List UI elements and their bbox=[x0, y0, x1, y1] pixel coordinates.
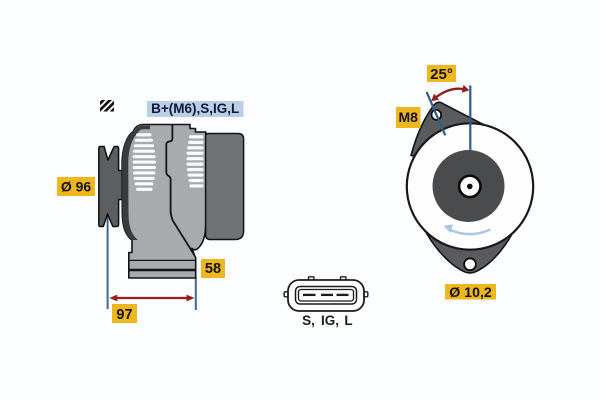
svg-text:25°: 25° bbox=[430, 66, 453, 83]
svg-text:Ø 96: Ø 96 bbox=[61, 179, 92, 195]
svg-text:S,: S, bbox=[302, 313, 315, 328]
svg-text:B+(M6),S,IG,L: B+(M6),S,IG,L bbox=[151, 101, 239, 116]
svg-text:M8: M8 bbox=[398, 109, 418, 125]
svg-text:Ø 10,2: Ø 10,2 bbox=[449, 285, 492, 301]
svg-text:L: L bbox=[344, 313, 352, 328]
svg-text:58: 58 bbox=[205, 261, 221, 277]
svg-text:IG,: IG, bbox=[321, 313, 339, 328]
svg-text:97: 97 bbox=[116, 307, 132, 323]
